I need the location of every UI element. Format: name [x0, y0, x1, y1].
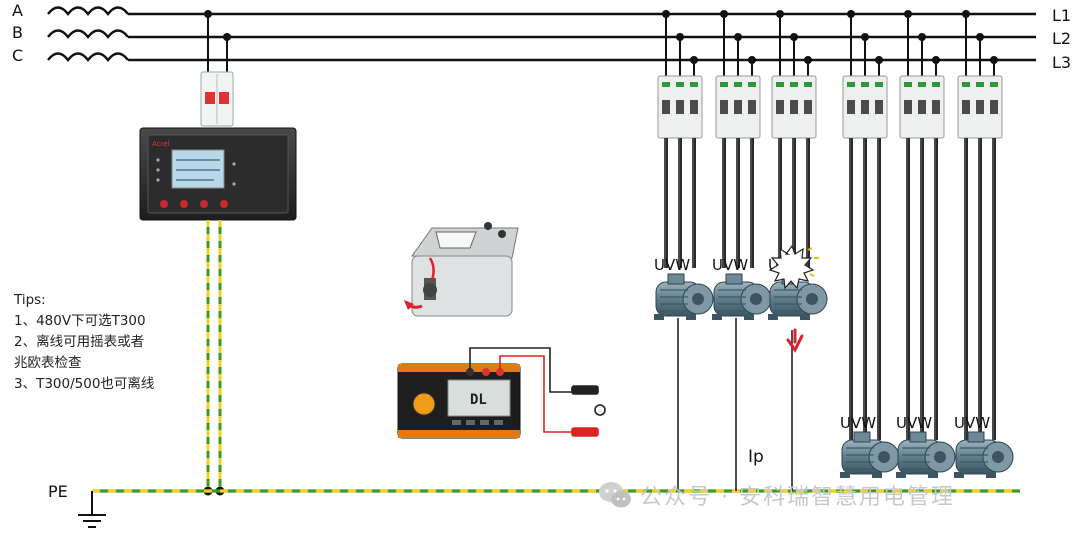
feeder-branch — [899, 10, 945, 440]
meter-button-3 — [200, 200, 208, 208]
meter-button-2 — [180, 200, 188, 208]
circuit-breaker-icon — [842, 75, 888, 139]
motor-terminal-label: UVW — [654, 256, 690, 274]
tester-display: DL — [470, 392, 487, 408]
feeder-branch — [715, 10, 761, 268]
motor-icon: UVW — [654, 256, 714, 320]
motor-terminal-label: UVW — [896, 414, 932, 432]
line-label-l2: L2 — [1052, 29, 1071, 48]
meter-button-1 — [160, 200, 168, 208]
pe-label: PE — [48, 482, 68, 501]
ground-icon — [78, 491, 106, 528]
motor-terminal-label: U — [768, 256, 779, 274]
meter-brand: Acrel — [152, 140, 170, 148]
feeder-branches — [657, 10, 1003, 440]
line-label-l3: L3 — [1052, 53, 1071, 72]
feeder-branch — [771, 10, 817, 268]
monitor-tap — [200, 10, 234, 127]
phase-label-b: B — [12, 23, 23, 42]
pe-leads — [203, 220, 225, 496]
motor-terminal-label: UVW — [954, 414, 990, 432]
watermark: 公众号 · 安科瑞智慧用电管理 — [598, 478, 955, 512]
fault-arrow-icon — [786, 328, 804, 353]
tips-panel: Tips: 1、480V下可选T300 2、离线可用摇表或者 兆欧表检查 3、T… — [14, 290, 204, 395]
motors: UVW UVW U UVW UVW UVW — [654, 256, 1014, 478]
circuit-breaker-icon — [771, 75, 817, 139]
insulation-monitor-device: Acrel — [139, 127, 297, 221]
meter-button-4 — [220, 200, 228, 208]
feeder-branch — [842, 10, 888, 440]
tip-item: 兆欧表检查 — [14, 355, 82, 371]
circuit-breaker-icon — [899, 75, 945, 139]
phase-label-c: C — [12, 46, 23, 65]
tip-item: 1、480V下可选T300 — [14, 313, 146, 329]
test-leads — [469, 347, 606, 437]
line-label-l1: L1 — [1052, 6, 1071, 25]
feeder-branch — [957, 10, 1003, 440]
feeder-branch — [657, 10, 703, 268]
motor-icon: UVW — [954, 414, 1014, 478]
tips-title: Tips: — [14, 292, 46, 308]
bus-bars — [128, 12, 1036, 62]
megohmmeter-icon — [404, 222, 519, 317]
transformer-coils — [47, 6, 129, 62]
fault-burst-icon — [768, 244, 819, 290]
circuit-breaker-icon — [957, 75, 1003, 139]
watermark-text: 公众号 · 安科瑞智慧用电管理 — [640, 485, 955, 510]
circuit-breaker-icon — [715, 75, 761, 139]
ip-label: Ip — [748, 447, 764, 467]
leakage-return-lines — [677, 318, 793, 491]
phase-label-a: A — [12, 1, 23, 20]
motor-terminal-label: UVW — [712, 256, 748, 274]
circuit-breaker-icon — [657, 75, 703, 139]
motor-terminal-label: UVW — [840, 414, 876, 432]
motor-icon: UVW — [840, 414, 900, 478]
digital-insulation-tester-icon: DL — [397, 363, 521, 439]
motor-icon: UVW — [712, 256, 772, 320]
motor-icon: UVW — [896, 414, 956, 478]
tip-item: 3、T300/500也可离线 — [14, 376, 155, 392]
wechat-icon — [599, 482, 631, 508]
tip-item: 2、离线可用摇表或者 — [14, 334, 145, 350]
